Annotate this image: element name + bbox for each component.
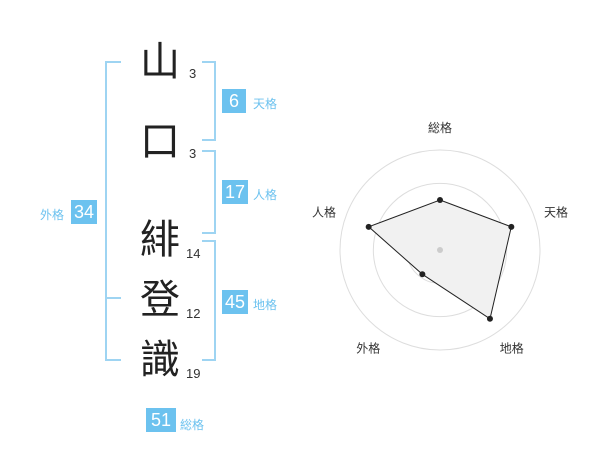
radar-point: [365, 223, 372, 230]
tenkaku-badge: 6: [222, 89, 246, 113]
chikaku-bracket: [202, 240, 216, 361]
radar-ring: [339, 149, 541, 351]
radar-point: [508, 223, 515, 230]
stroke-count-3: 14: [186, 246, 201, 261]
radar-axis-label: 天格: [544, 204, 568, 219]
name-char-4: 登: [140, 277, 180, 323]
stroke-count-4: 12: [186, 306, 201, 321]
stroke-count-1: 3: [189, 66, 197, 81]
chikaku-badge: 45: [222, 290, 248, 314]
radar-polygon: [367, 199, 512, 320]
radar-point: [486, 315, 493, 322]
tenkaku-label: 天格: [253, 97, 278, 111]
chikaku-label: 地格: [253, 298, 278, 312]
jinkaku-label: 人格: [253, 188, 278, 202]
gaikaku-badge: 34: [71, 200, 97, 224]
name-char-5: 識: [140, 337, 180, 383]
gaikaku-bracket: [105, 61, 121, 361]
radar-axis-label: 総格: [428, 120, 452, 135]
tenkaku-bracket: [202, 61, 216, 141]
name-char-2: 口: [140, 119, 180, 165]
radar-point: [419, 271, 426, 278]
name-char-3: 緋: [140, 217, 180, 263]
stroke-count-5: 19: [186, 366, 201, 381]
radar-point: [437, 197, 443, 203]
soukaku-badge: 51: [146, 408, 176, 432]
radar-axis-label: 地格: [500, 341, 524, 356]
radar-ring: [372, 182, 508, 318]
soukaku-label: 総格: [180, 418, 205, 432]
radar-center-dot: [437, 247, 443, 253]
gaikaku-label: 外格: [40, 208, 65, 222]
stroke-count-2: 3: [189, 146, 197, 161]
gaikaku-bracket-tick: [105, 297, 121, 299]
name-char-1: 山: [140, 39, 180, 85]
jinkaku-badge: 17: [222, 180, 248, 204]
jinkaku-bracket: [202, 150, 216, 234]
radar-axis-label: 外格: [356, 341, 380, 356]
radar-axis-label: 人格: [312, 204, 336, 219]
